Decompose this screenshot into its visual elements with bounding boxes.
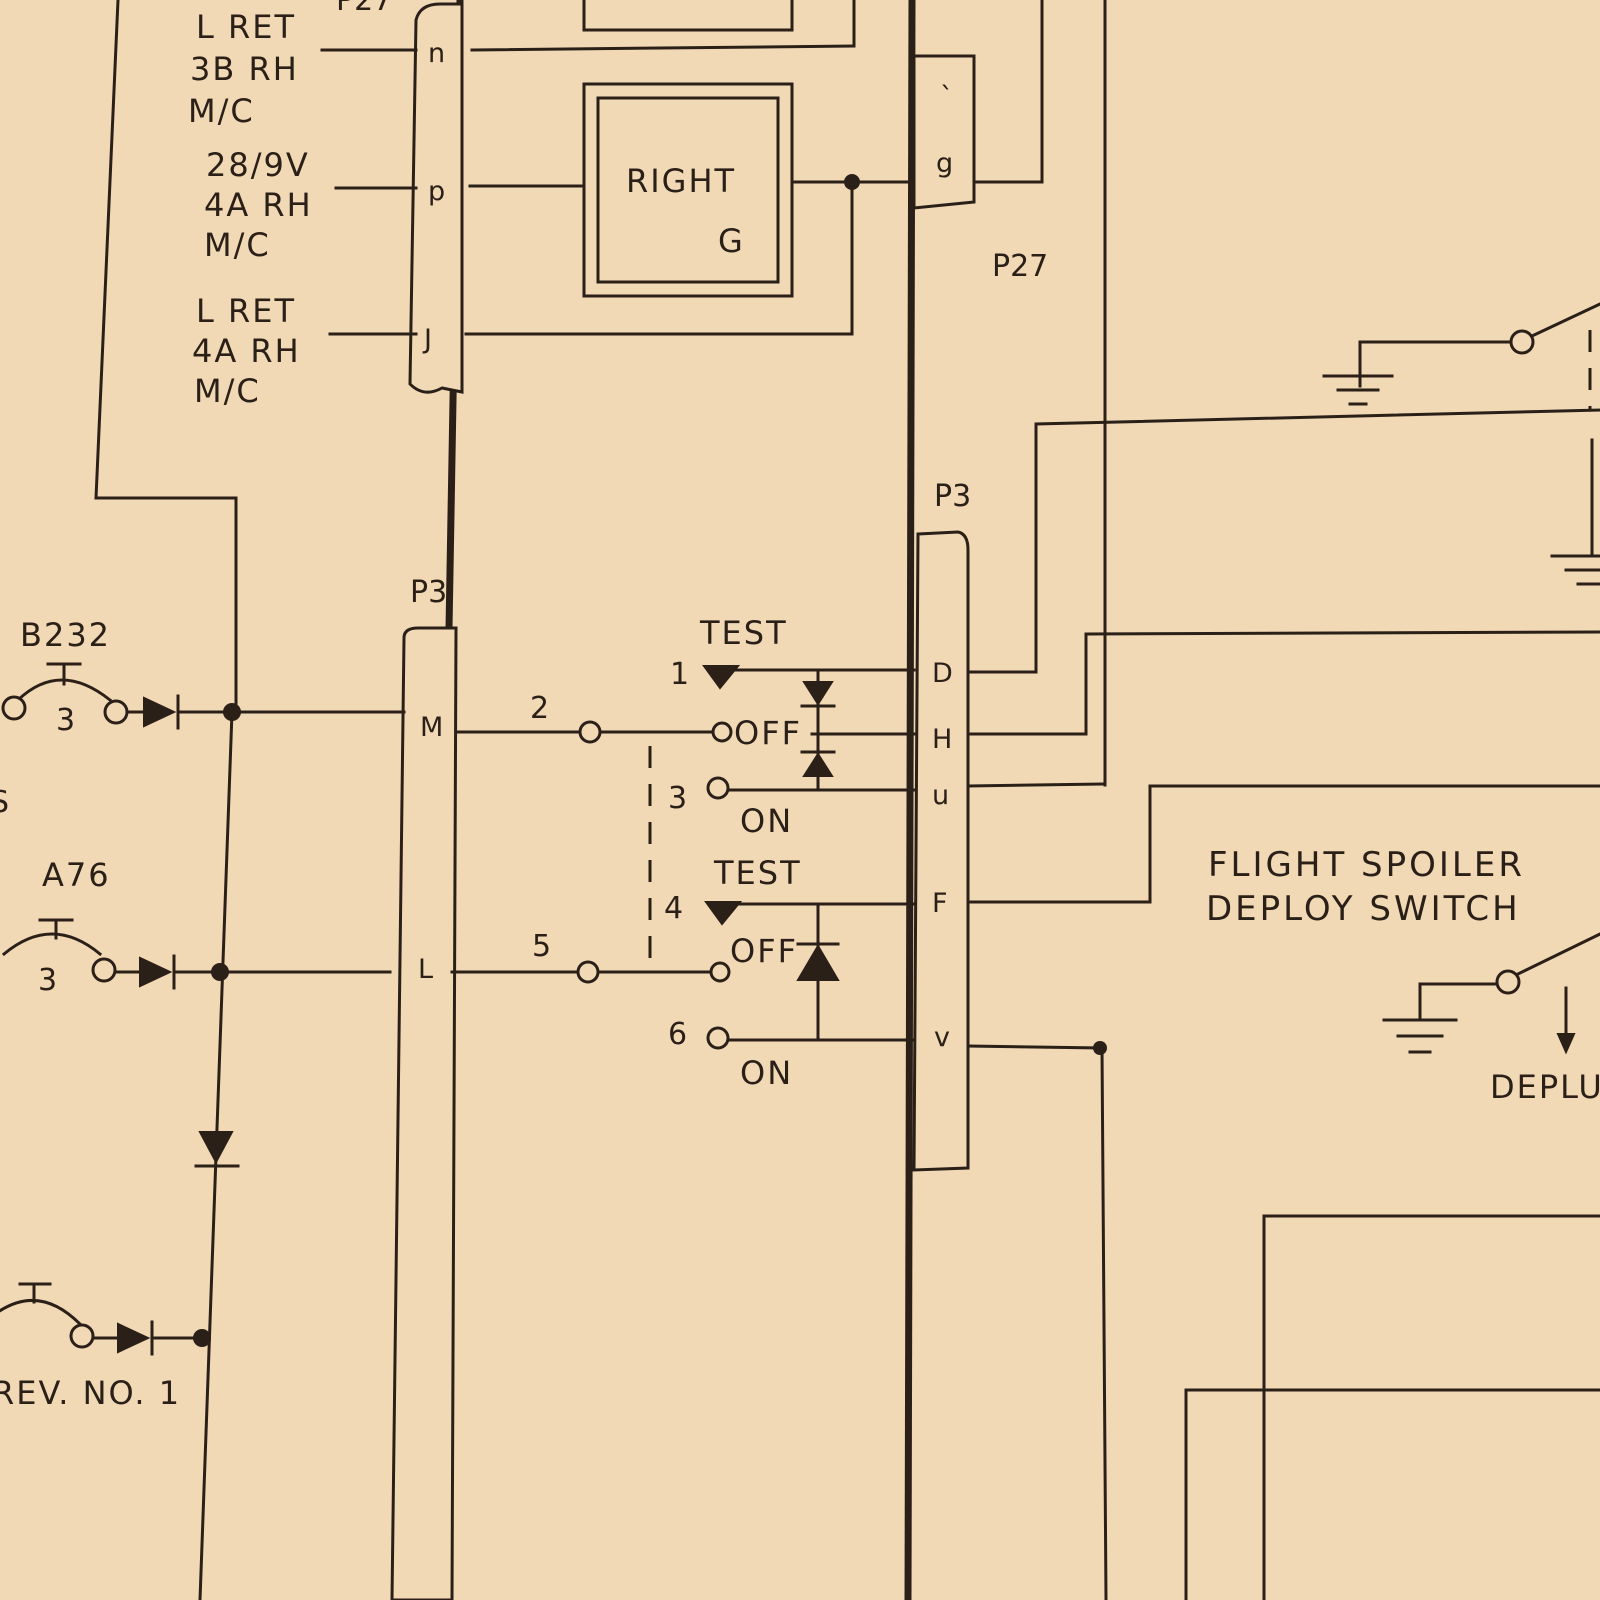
switch-on-label-2: ON <box>740 1054 793 1092</box>
rev-no-label: REV. NO. 1 <box>0 1374 181 1412</box>
switch-on-label-1: ON <box>740 802 793 840</box>
left-edge-s-fragment: S <box>0 785 9 820</box>
pin-j: J <box>422 324 432 355</box>
b232-breaker-arc <box>15 678 113 703</box>
b232-label: B232 <box>20 616 111 654</box>
b232-rating: 3 <box>56 703 75 738</box>
wire-n-to-top <box>470 44 856 52</box>
switch-terminal-1-label: 1 <box>670 657 689 692</box>
pin-h: H <box>932 724 952 755</box>
pin-d: D <box>932 658 953 689</box>
b232-diode-icon <box>143 696 177 728</box>
lower-diode-icon <box>796 944 840 981</box>
pin-u: u <box>932 780 949 811</box>
a76-rating: 3 <box>38 963 57 998</box>
switch-off-label-1: OFF <box>734 714 802 752</box>
switch-test-label-1: TEST <box>699 614 788 652</box>
top-left-wire <box>94 0 238 720</box>
b232-terminal-left <box>1 695 27 721</box>
switch-terminal-2-label: 2 <box>530 691 549 726</box>
upper-switch-arm <box>1530 302 1600 338</box>
label-l-ret-4a-line1: L RET <box>196 292 296 330</box>
label-l-ret-3b-line3: M/C <box>188 92 255 130</box>
wire-d-out <box>966 408 1600 674</box>
a76-label: A76 <box>42 856 111 894</box>
switch-terminal-5-label: 5 <box>532 929 551 964</box>
label-28-9v-line2: 4A RH <box>204 186 313 224</box>
switch-terminal-1-icon <box>702 665 741 690</box>
pin-f: F <box>932 888 948 919</box>
lower-right-box-a <box>1262 1214 1600 1600</box>
upper-diode-b-icon <box>802 752 834 777</box>
lower-right-box-b <box>1184 1388 1600 1600</box>
p27-label: P27 <box>992 249 1048 284</box>
switch-terminal-3-label: 3 <box>668 781 687 816</box>
junction-l <box>211 963 229 981</box>
top-indicator-fragment <box>582 0 794 32</box>
rev-diode-icon <box>117 1322 151 1354</box>
lower-ground-wire <box>1418 982 1498 1022</box>
right-indicator-inner <box>596 96 780 284</box>
a76-diode-icon <box>139 956 173 988</box>
upper-diode-a-icon <box>802 681 834 706</box>
b232-terminal-right <box>103 699 129 725</box>
upper-switch-terminal <box>1509 329 1535 355</box>
switch-terminal-3 <box>706 776 730 800</box>
switch-terminal-5 <box>576 960 600 984</box>
p27-top-fragment-label: P27 <box>336 0 392 18</box>
right-bus-line <box>904 0 916 1600</box>
wire-v-out <box>966 1044 1108 1600</box>
switch-terminal-4-icon <box>704 901 743 926</box>
deploy-switch-terminal <box>1495 969 1521 995</box>
switch-off-terminal-2 <box>709 961 731 983</box>
pin-g: g <box>936 148 953 179</box>
upper-ground-wire <box>1358 340 1512 388</box>
deploy-switch-arm <box>1515 932 1600 977</box>
rev-terminal-right <box>69 1323 95 1349</box>
pin-m: M <box>420 712 443 743</box>
deploy-arrow-icon <box>1556 1033 1576 1055</box>
label-28-9v-line3: M/C <box>204 226 271 264</box>
label-l-ret-4a-line3: M/C <box>194 372 261 410</box>
switch-test-label-2: TEST <box>713 854 802 892</box>
p27-left-connector <box>408 2 464 394</box>
a76-breaker-arc <box>1 932 103 957</box>
indicator-right-label: RIGHT <box>626 162 736 200</box>
label-28-9v-line1: 28/9V <box>206 146 310 184</box>
pin-p: p <box>428 176 445 207</box>
pin-v: v <box>934 1022 950 1053</box>
switch-terminal-2 <box>578 720 602 744</box>
switch-off-label-2: OFF <box>730 932 798 970</box>
wire-g-upwards <box>972 0 1044 184</box>
junction-v <box>1093 1041 1107 1055</box>
p3-right-label: P3 <box>934 479 971 514</box>
switch-off-terminal-1 <box>711 721 733 743</box>
switch-terminal-6 <box>706 1026 730 1050</box>
label-l-ret-4a-line2: 4A RH <box>192 332 301 370</box>
indicator-g-label: G <box>718 222 745 260</box>
switch-terminal-4-label: 4 <box>664 891 683 926</box>
switch-terminal-6-label: 6 <box>668 1017 687 1052</box>
pin-l: L <box>418 954 433 985</box>
label-l-ret-3b-line1: L RET <box>196 8 296 46</box>
pin-n: n <box>428 38 445 69</box>
flight-spoiler-title-line2: DEPLOY SWITCH <box>1206 889 1521 929</box>
label-l-ret-3b-line2: 3B RH <box>190 50 299 88</box>
flight-spoiler-title-line1: FLIGHT SPOILER <box>1208 845 1525 885</box>
vertical-bus-diode-icon <box>198 1131 234 1165</box>
p3-left-connector <box>390 626 458 1600</box>
deploy-fragment-label: DEPLU <box>1490 1068 1600 1106</box>
rev-breaker-arc <box>0 1298 83 1327</box>
wire-u-out <box>966 782 1104 788</box>
pin-backtick: ` <box>940 82 954 113</box>
junction-rev <box>193 1329 211 1347</box>
p27-right-connector <box>912 54 976 210</box>
p3-right-connector <box>912 530 970 1172</box>
wire-f-out <box>966 784 1600 904</box>
wire-h-out <box>966 630 1600 736</box>
p3-left-label: P3 <box>410 575 447 610</box>
a76-terminal-right <box>91 957 117 983</box>
